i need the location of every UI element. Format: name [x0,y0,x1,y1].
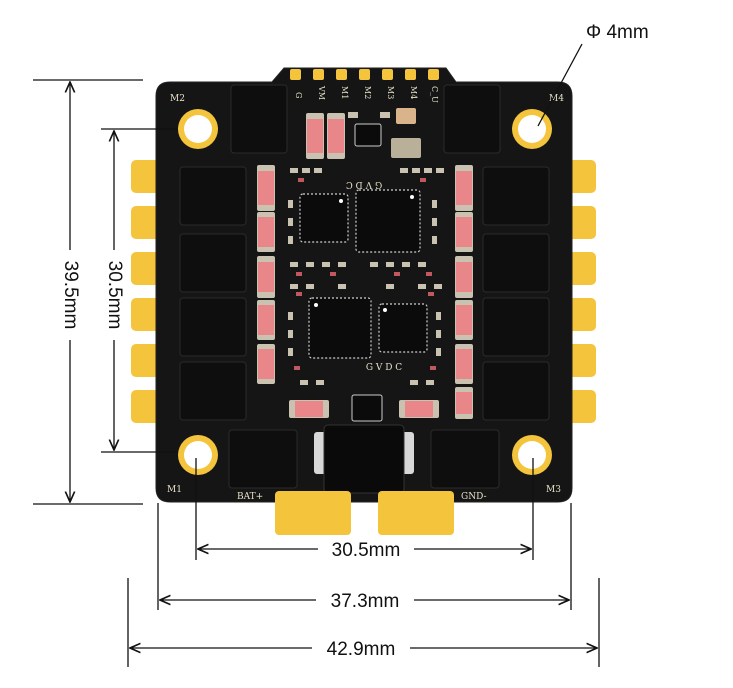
mount-height-label: 30.5mm [104,261,125,330]
mount-hole-m3 [512,435,552,475]
label-gvdc-top: G V D C [346,179,382,189]
svg-text:VM: VM [317,85,326,100]
mount-hole-m2 [178,109,218,149]
passive-components [288,168,444,385]
mosfets-bottom [228,429,500,489]
svg-text:G: G [294,92,303,98]
shunt-resistors [257,113,473,419]
mosfets-left [179,166,247,421]
label-m1: M1 [167,485,182,495]
svg-text:M4: M4 [409,86,418,99]
mount-width-label: 30.5mm [332,540,401,561]
svg-text:M3: M3 [386,86,395,99]
ic-pin1-dots [314,195,414,312]
center-ics [299,189,428,359]
label-m4: M4 [549,94,564,104]
top-pad-labels: G VM M1 M2 M3 M4 C_U [294,85,439,103]
label-m3: M3 [546,485,561,495]
svg-text:M2: M2 [363,86,372,99]
mosfets-right [482,166,550,421]
small-components-bottom [351,394,383,422]
mount-hole-m1 [178,435,218,475]
label-gvdc-bottom: G V D C [366,363,402,373]
svg-text:C_U: C_U [430,86,439,103]
top-signal-pads [290,69,439,80]
label-gnd-minus: GND- [461,492,487,502]
battery-pads [275,491,454,535]
overall-width-label: 42.9mm [327,639,396,660]
label-m2: M2 [170,94,185,104]
passive-components-red [294,178,436,370]
hole-diameter-label: Φ 4mm [586,22,649,43]
hole-leader-line [537,43,583,127]
board-height-label: 39.5mm [60,261,81,330]
label-bat-plus: BAT+ [237,492,263,502]
svg-text:M1: M1 [340,86,349,99]
mosfets-top [230,84,501,154]
bulk-capacitor [314,424,414,494]
small-components-top [348,108,421,158]
board-width-label: 37.3mm [331,591,400,612]
mount-hole-m4 [512,109,552,149]
